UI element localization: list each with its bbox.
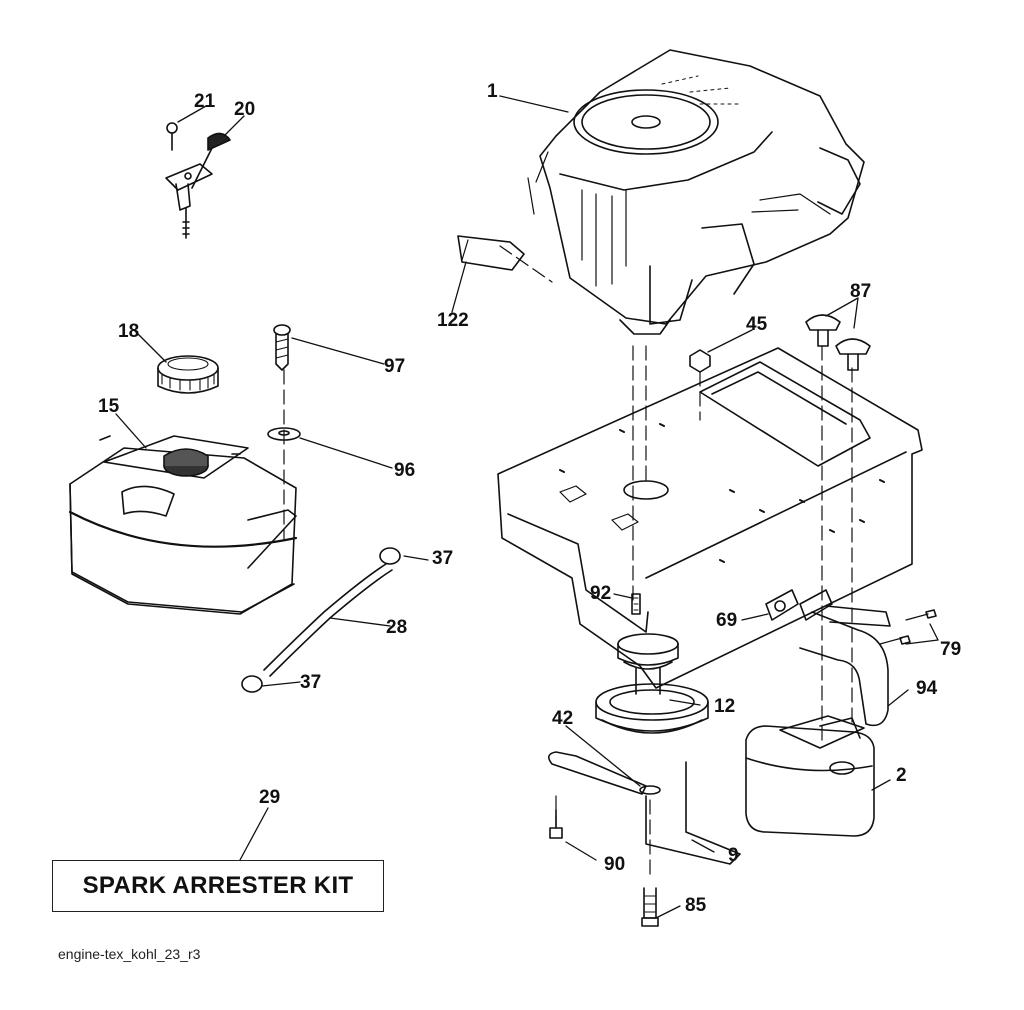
spark-arrester-kit-box: SPARK ARRESTER KIT [52, 860, 384, 912]
rod-washer-part [548, 751, 741, 865]
mounting-plate-part [497, 347, 923, 689]
leader-lines [115, 95, 939, 919]
throttle-control-part [165, 122, 231, 239]
callout-20: 20 [234, 99, 256, 120]
callout-122: 122 [437, 310, 469, 331]
fuel-tank-part [68, 435, 298, 615]
callout-94: 94 [916, 678, 938, 699]
exhaust-pipe-part [765, 589, 937, 727]
callout-1: 1 [487, 81, 498, 102]
callout-90: 90 [604, 854, 626, 875]
callout-15: 15 [98, 396, 120, 417]
diagram-id: engine-tex_kohl_23_r3 [58, 946, 201, 962]
callout-21: 21 [194, 91, 216, 112]
callout-96: 96 [394, 460, 416, 481]
spark-arrester-kit-label: SPARK ARRESTER KIT [82, 872, 354, 899]
callout-79: 79 [940, 639, 962, 660]
callout-42: 42 [552, 708, 574, 729]
callout-37-top: 37 [432, 548, 454, 569]
fuel-line-part [241, 547, 401, 693]
callout-12: 12 [714, 696, 736, 717]
alignment-lines [283, 245, 853, 881]
callout-28: 28 [386, 617, 408, 638]
nut-45-part [689, 349, 711, 373]
callout-97: 97 [384, 356, 406, 377]
engine-part [527, 49, 865, 335]
callout-92: 92 [590, 583, 612, 604]
muffler-part [745, 715, 875, 837]
bolts-90-85-part [549, 809, 659, 927]
bolt-92-part [631, 593, 641, 615]
fuel-cap-part [157, 355, 219, 394]
bolt-washer-part [267, 324, 301, 441]
callout-29: 29 [259, 787, 281, 808]
callout-69: 69 [716, 610, 738, 631]
callout-2: 2 [896, 765, 907, 786]
callout-85: 85 [685, 895, 707, 916]
callout-87: 87 [850, 281, 872, 302]
callout-45: 45 [746, 314, 768, 335]
pulley-part [595, 633, 709, 734]
bracket-122-part [457, 235, 525, 271]
callout-9: 9 [728, 845, 739, 866]
callout-37-bottom: 37 [300, 672, 322, 693]
bolts-87-part [805, 314, 871, 371]
callout-18: 18 [118, 321, 140, 342]
